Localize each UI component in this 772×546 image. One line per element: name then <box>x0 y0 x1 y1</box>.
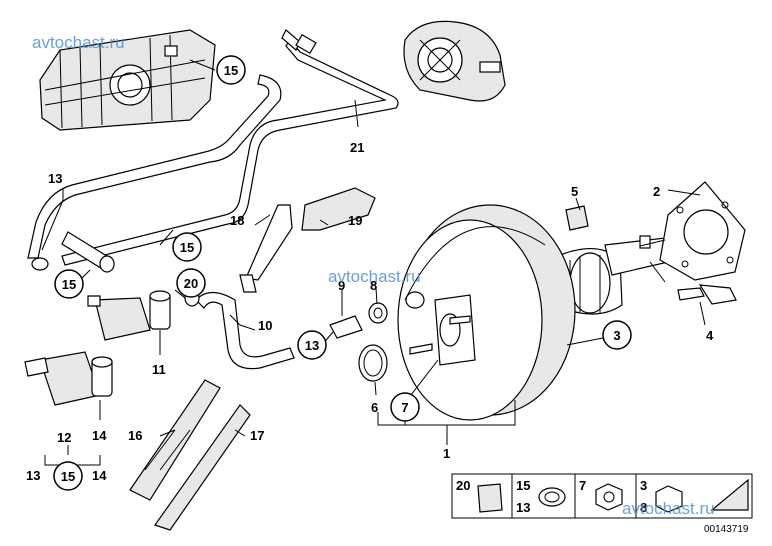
watermark-top-left: avtochast.ru <box>32 33 125 52</box>
label-18: 18 <box>230 213 244 228</box>
legend-cell-8: 8 <box>640 500 647 515</box>
legend-cell-13: 13 <box>516 500 530 515</box>
circled-label-13: 13 <box>305 338 319 353</box>
label-12: 12 <box>57 430 71 445</box>
vacuum-hose-13 <box>27 74 282 273</box>
label-9: 9 <box>338 278 345 293</box>
gasket-2 <box>659 181 746 281</box>
label-6: 6 <box>371 400 378 415</box>
bracket-19 <box>301 187 376 231</box>
circled-label-15-left: 15 <box>62 277 76 292</box>
circled-label-15-mid: 15 <box>180 240 194 255</box>
legend-cell-3: 3 <box>640 478 647 493</box>
bracket-16 <box>129 379 221 501</box>
circled-label-15: 15 <box>224 63 238 78</box>
legend-cell-20: 20 <box>456 478 470 493</box>
watermark-center: avtochast.ru <box>328 267 421 286</box>
intake-manifold <box>39 29 216 131</box>
clip-5 <box>565 205 589 231</box>
label-17: 17 <box>250 428 264 443</box>
label-13: 13 <box>48 171 62 186</box>
label-14: 14 <box>92 428 107 443</box>
legend-cell-7: 7 <box>579 478 586 493</box>
label-14-bottom: 14 <box>92 468 107 483</box>
washer-plate <box>405 291 425 309</box>
brake-booster <box>397 204 669 421</box>
check-valve-14 <box>24 351 113 406</box>
vacuum-hose-21 <box>61 29 399 266</box>
hose-10 <box>184 289 295 370</box>
label-5: 5 <box>571 184 578 199</box>
circled-label-3: 3 <box>613 328 620 343</box>
label-8: 8 <box>370 278 377 293</box>
o-ring-6 <box>358 344 388 382</box>
label-1: 1 <box>443 446 450 461</box>
label-21: 21 <box>350 140 364 155</box>
leader-lines <box>41 59 706 466</box>
label-13-bottom: 13 <box>26 468 40 483</box>
watermark-bottom-right: avtochast.ru <box>622 499 715 518</box>
legend-cell-15: 15 <box>516 478 530 493</box>
callout-labels: 21 13 18 19 10 11 14 16 17 12 13 14 9 8 … <box>26 140 714 483</box>
label-16: 16 <box>128 428 142 443</box>
diagram-code: 00143719 <box>704 524 749 535</box>
label-19: 19 <box>348 213 362 228</box>
bolt-4 <box>677 284 737 305</box>
fastener-legend: 20 15 13 7 3 8 <box>451 473 753 519</box>
grommet-8 <box>368 302 388 324</box>
circled-label-7: 7 <box>401 400 408 415</box>
check-valve-11 <box>87 290 171 341</box>
valve-9 <box>329 315 363 339</box>
bracket-18 <box>239 204 293 293</box>
label-2: 2 <box>653 184 660 199</box>
circled-callouts: 15 15 15 20 13 7 3 15 <box>53 55 632 491</box>
vacuum-pump <box>403 20 506 102</box>
label-10: 10 <box>258 318 272 333</box>
label-4: 4 <box>706 328 714 343</box>
circled-label-15-bottom: 15 <box>61 469 75 484</box>
bracket-17 <box>154 404 251 531</box>
label-11: 11 <box>152 362 166 377</box>
circled-label-20: 20 <box>184 276 198 291</box>
